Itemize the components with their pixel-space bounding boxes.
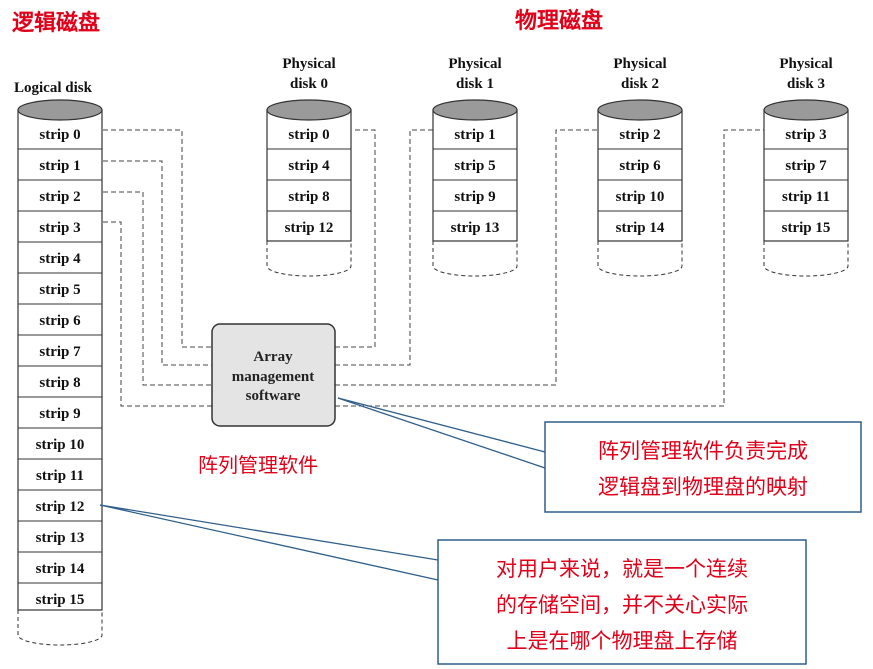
line-box-to-disk0 (335, 129, 376, 348)
logical-strip-7: strip 7 (39, 344, 81, 360)
logical-strip-11: strip 11 (36, 468, 84, 484)
disk3-strip-0: strip 3 (785, 127, 826, 143)
callout-user-line3: 上是在哪个物理盘上存储 (507, 629, 738, 653)
disk2-strip-2: strip 10 (616, 189, 665, 205)
logical-strip-2: strip 2 (39, 189, 80, 205)
physical-disk-2-label: Physical disk 2 (613, 56, 666, 92)
logical-strip-12: strip 12 (36, 499, 85, 515)
callout-mapping-line1: 阵列管理软件负责完成 (598, 439, 808, 463)
logical-disk-label: Logical disk (14, 80, 93, 96)
logical-strip-8: strip 8 (39, 375, 80, 391)
physical-disk-bottom (763, 241, 849, 277)
logical-disk-cylinder: strip 0 strip 1 strip 2 strip 3 strip 4 strip… (17, 99, 103, 646)
disk3-strip-2: strip 11 (782, 189, 830, 205)
physical-disk-body (763, 109, 849, 242)
svg-text:Physical: Physical (282, 56, 335, 72)
physical-disk-0-label: Physical disk 0 (282, 56, 335, 92)
physical-disk-top (432, 99, 518, 121)
callout-user-view: 对用户来说，就是一个连续 的存储空间，并不关心实际 上是在哪个物理盘上存储 (437, 539, 807, 665)
callout-pointers (99, 397, 546, 581)
svg-text:Physical: Physical (613, 56, 666, 72)
physical-disk-cn-title: 物理磁盘 (515, 8, 603, 34)
logical-strip-15: strip 15 (36, 592, 85, 608)
logical-strip-5: strip 5 (39, 282, 80, 298)
array-box-line1: Array (253, 349, 293, 365)
logical-strip-10: strip 10 (36, 437, 85, 453)
physical-disk-top (597, 99, 683, 121)
physical-disk-bottom (266, 241, 352, 277)
logical-strip-1: strip 1 (39, 158, 80, 174)
array-box-line3: software (246, 388, 301, 404)
physical-disk-body (432, 109, 518, 242)
mapping-lines (103, 129, 765, 407)
physical-disk-body (266, 109, 352, 242)
line-box-to-disk2 (335, 129, 599, 386)
disk1-strip-2: strip 9 (454, 189, 495, 205)
callout-mapping: 阵列管理软件负责完成 逻辑盘到物理盘的映射 (544, 421, 862, 513)
disk0-strip-3: strip 12 (285, 220, 334, 236)
logical-strip-13: strip 13 (36, 530, 85, 546)
array-management-box: Array management software (211, 323, 336, 427)
disk1-strip-1: strip 5 (454, 158, 495, 174)
disk1-strip-0: strip 1 (454, 127, 495, 143)
disk0-strip-0: strip 0 (288, 127, 329, 143)
disk1-strip-3: strip 13 (451, 220, 500, 236)
disk3-strip-3: strip 15 (782, 220, 831, 236)
logical-strip-3: strip 3 (39, 220, 80, 236)
pointer-user-b (99, 504, 439, 581)
line-box-to-disk1 (335, 129, 433, 366)
svg-text:Physical: Physical (448, 56, 501, 72)
line-box-to-disk3 (335, 129, 765, 407)
physical-disk-0-cylinder: strip 0 strip 4 strip 8 strip 12 (266, 99, 352, 277)
svg-text:disk 1: disk 1 (456, 76, 494, 92)
logical-disk-bottom (17, 610, 103, 646)
logical-strip-4: strip 4 (39, 251, 81, 267)
physical-disk-bottom (597, 241, 683, 277)
physical-disk-2-cylinder: strip 2 strip 6 strip 10 strip 14 (597, 99, 683, 277)
logical-disk-body (17, 109, 103, 611)
logical-disk-top (17, 99, 103, 121)
disk0-strip-1: strip 4 (288, 158, 330, 174)
physical-disk-1-label: Physical disk 1 (448, 56, 501, 92)
callout-mapping-line2: 逻辑盘到物理盘的映射 (598, 475, 808, 499)
disk2-strip-0: strip 2 (619, 127, 660, 143)
disk0-strip-2: strip 8 (288, 189, 329, 205)
logical-strip-0: strip 0 (39, 127, 80, 143)
callout-user-line2: 的存储空间，并不关心实际 (496, 593, 748, 617)
physical-disk-3-cylinder: strip 3 strip 7 strip 11 strip 15 (763, 99, 849, 277)
logical-strip-9: strip 9 (39, 406, 80, 422)
logical-strip-6: strip 6 (39, 313, 81, 329)
line-strip0-to-box (103, 129, 212, 348)
disk3-strip-1: strip 7 (785, 158, 827, 174)
line-strip2-to-box (103, 191, 212, 386)
disk2-strip-1: strip 6 (619, 158, 661, 174)
logical-strip-14: strip 14 (36, 561, 85, 577)
pointer-mapping-a (337, 397, 546, 453)
disk2-strip-3: strip 14 (616, 220, 665, 236)
physical-disk-top (266, 99, 352, 121)
svg-text:disk 0: disk 0 (290, 76, 328, 92)
line-strip1-to-box (103, 160, 212, 366)
physical-disk-body (597, 109, 683, 242)
line-strip3-to-box (103, 221, 212, 407)
pointer-mapping-b (337, 397, 546, 469)
physical-disk-bottom (432, 241, 518, 277)
physical-disk-top (763, 99, 849, 121)
physical-disk-3-label: Physical disk 3 (779, 56, 832, 92)
pointer-user-a (99, 504, 439, 561)
svg-text:Physical: Physical (779, 56, 832, 72)
logical-disk-cn-title: 逻辑磁盘 (12, 10, 100, 36)
array-box-line2: management (232, 369, 315, 385)
svg-text:disk 3: disk 3 (787, 76, 825, 92)
physical-disk-1-cylinder: strip 1 strip 5 strip 9 strip 13 (432, 99, 518, 277)
svg-text:disk 2: disk 2 (621, 76, 659, 92)
callout-user-line1: 对用户来说，就是一个连续 (496, 557, 748, 581)
array-software-cn-label: 阵列管理软件 (198, 453, 318, 477)
